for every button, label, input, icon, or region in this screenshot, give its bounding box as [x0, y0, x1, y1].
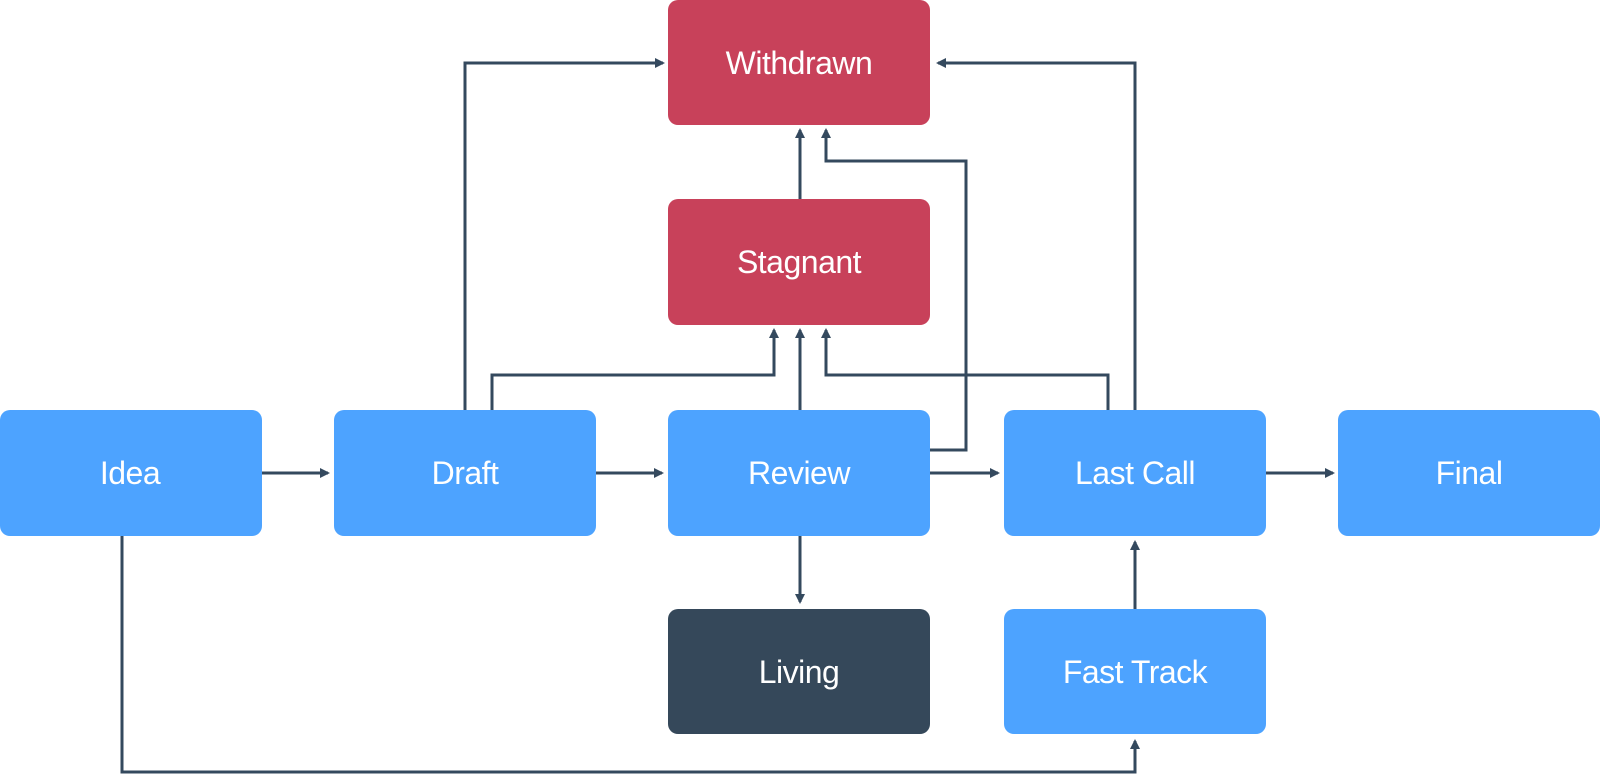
edge-review-to-withdrawn	[821, 128, 968, 452]
edge-draft-to-stagnant	[490, 328, 779, 410]
edge-last-call-to-stagnant	[821, 328, 1110, 410]
node-box	[668, 0, 930, 125]
node-final: Final	[1338, 410, 1600, 536]
node-box	[668, 609, 930, 734]
node-box	[1004, 410, 1266, 536]
node-label: Stagnant	[737, 244, 862, 280]
edges	[120, 58, 1335, 774]
edge-idea-to-fast-track	[120, 536, 1140, 774]
node-idea: Idea	[0, 410, 262, 536]
node-review: Review	[668, 410, 930, 536]
node-fast-track: Fast Track	[1004, 609, 1266, 734]
edge-last-call-to-withdrawn	[936, 58, 1137, 410]
node-label: Review	[748, 455, 851, 491]
node-box	[668, 410, 930, 536]
node-last-call: Last Call	[1004, 410, 1266, 536]
node-label: Last Call	[1075, 455, 1195, 491]
node-box	[0, 410, 262, 536]
node-label: Final	[1436, 455, 1503, 491]
node-box	[334, 410, 596, 536]
node-box	[668, 199, 930, 325]
node-label: Fast Track	[1063, 654, 1209, 690]
node-living: Living	[668, 609, 930, 734]
node-withdrawn: Withdrawn	[668, 0, 930, 125]
node-box	[1004, 609, 1266, 734]
node-label: Idea	[100, 455, 161, 491]
node-box	[1338, 410, 1600, 536]
edge-draft-to-withdrawn	[463, 58, 665, 410]
node-label: Draft	[432, 455, 499, 491]
node-stagnant: Stagnant	[668, 199, 930, 325]
node-label: Withdrawn	[726, 45, 873, 81]
node-draft: Draft	[334, 410, 596, 536]
node-label: Living	[759, 654, 840, 690]
